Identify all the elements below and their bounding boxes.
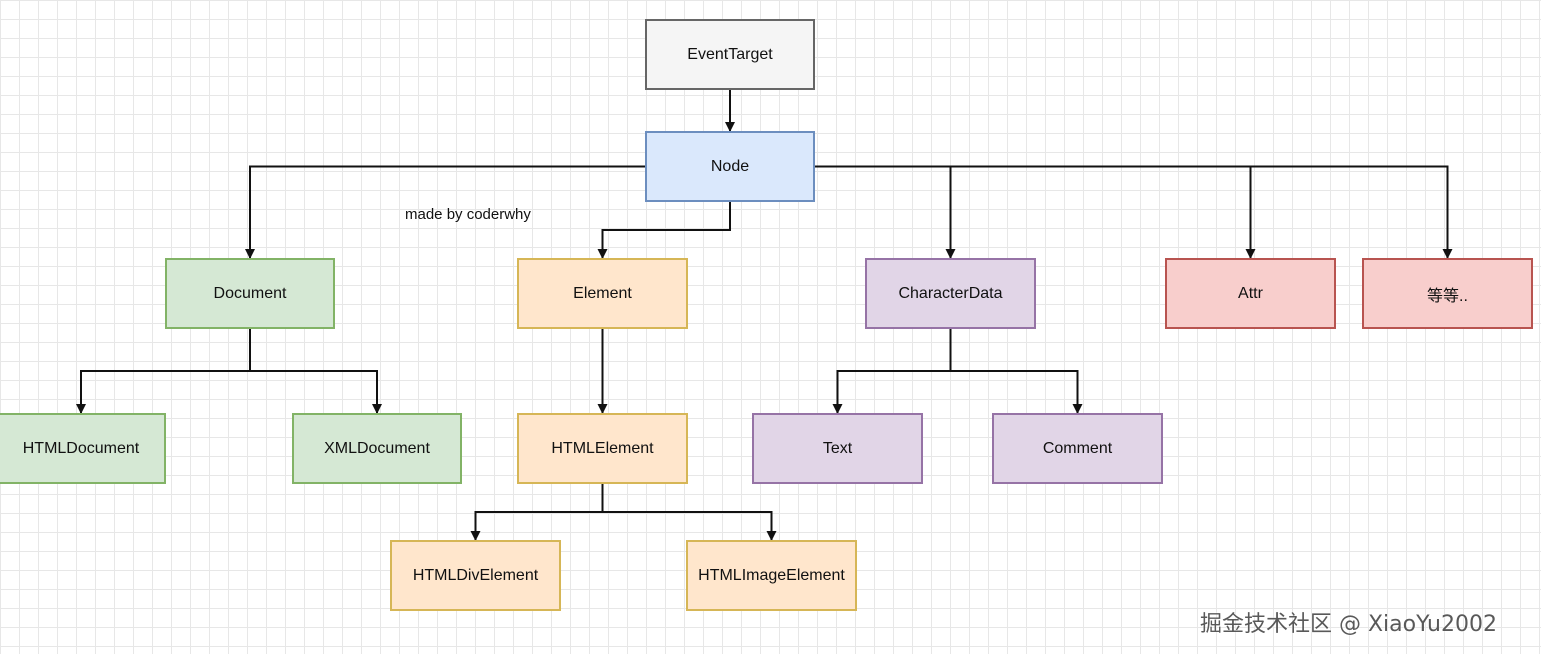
edge-htmlelement-to-div: [470, 484, 604, 541]
node-etc: 等等..: [1362, 258, 1533, 329]
author-annotation: made by coderwhy: [405, 206, 531, 223]
edge-node-to-element: [597, 202, 731, 259]
node-document: Document: [165, 258, 335, 329]
node-label: Node: [710, 157, 750, 175]
edge-node-to-chardata: [815, 165, 956, 259]
node-text: Text: [752, 413, 923, 484]
edge-chardata-to-text: [832, 329, 952, 414]
edge-node-to-document: [245, 165, 645, 259]
node-htmlimageelement: HTMLImageElement: [686, 540, 857, 611]
edge-document-to-htmldoc: [76, 329, 251, 414]
edge-node-to-attr: [815, 165, 1256, 259]
node-label: Element: [573, 284, 632, 302]
node-comment: Comment: [992, 413, 1163, 484]
edge-chardata-to-comment: [949, 329, 1083, 414]
edge-node-to-etc: [815, 165, 1453, 259]
node-label: HTMLImageElement: [698, 566, 845, 584]
node-label: XMLDocument: [324, 439, 430, 457]
node-label: Comment: [1042, 439, 1113, 457]
node-label: Text: [822, 439, 853, 457]
node-htmldocument: HTMLDocument: [0, 413, 166, 484]
node-label: HTMLDivElement: [412, 566, 539, 584]
node-label: CharacterData: [898, 284, 1003, 302]
node-eventtarget: EventTarget: [645, 19, 815, 90]
node-htmlelement: HTMLElement: [517, 413, 688, 484]
node-label: HTMLElement: [551, 439, 654, 457]
node-label: Attr: [1238, 284, 1263, 302]
node-node: Node: [645, 131, 815, 202]
node-characterdata: CharacterData: [865, 258, 1036, 329]
edge-document-to-xmldoc: [249, 329, 382, 414]
node-xmldocument: XMLDocument: [292, 413, 462, 484]
node-attr: Attr: [1165, 258, 1336, 329]
watermark: 掘金技术社区 @ XiaoYu2002: [1200, 612, 1497, 637]
node-label: EventTarget: [687, 45, 773, 63]
node-label: 等等..: [1427, 287, 1468, 305]
node-label: HTMLDocument: [22, 439, 140, 457]
node-element: Element: [517, 258, 688, 329]
edge-htmlelement-to-image: [601, 484, 777, 541]
node-label: Document: [213, 284, 287, 302]
node-htmldivelement: HTMLDivElement: [390, 540, 561, 611]
